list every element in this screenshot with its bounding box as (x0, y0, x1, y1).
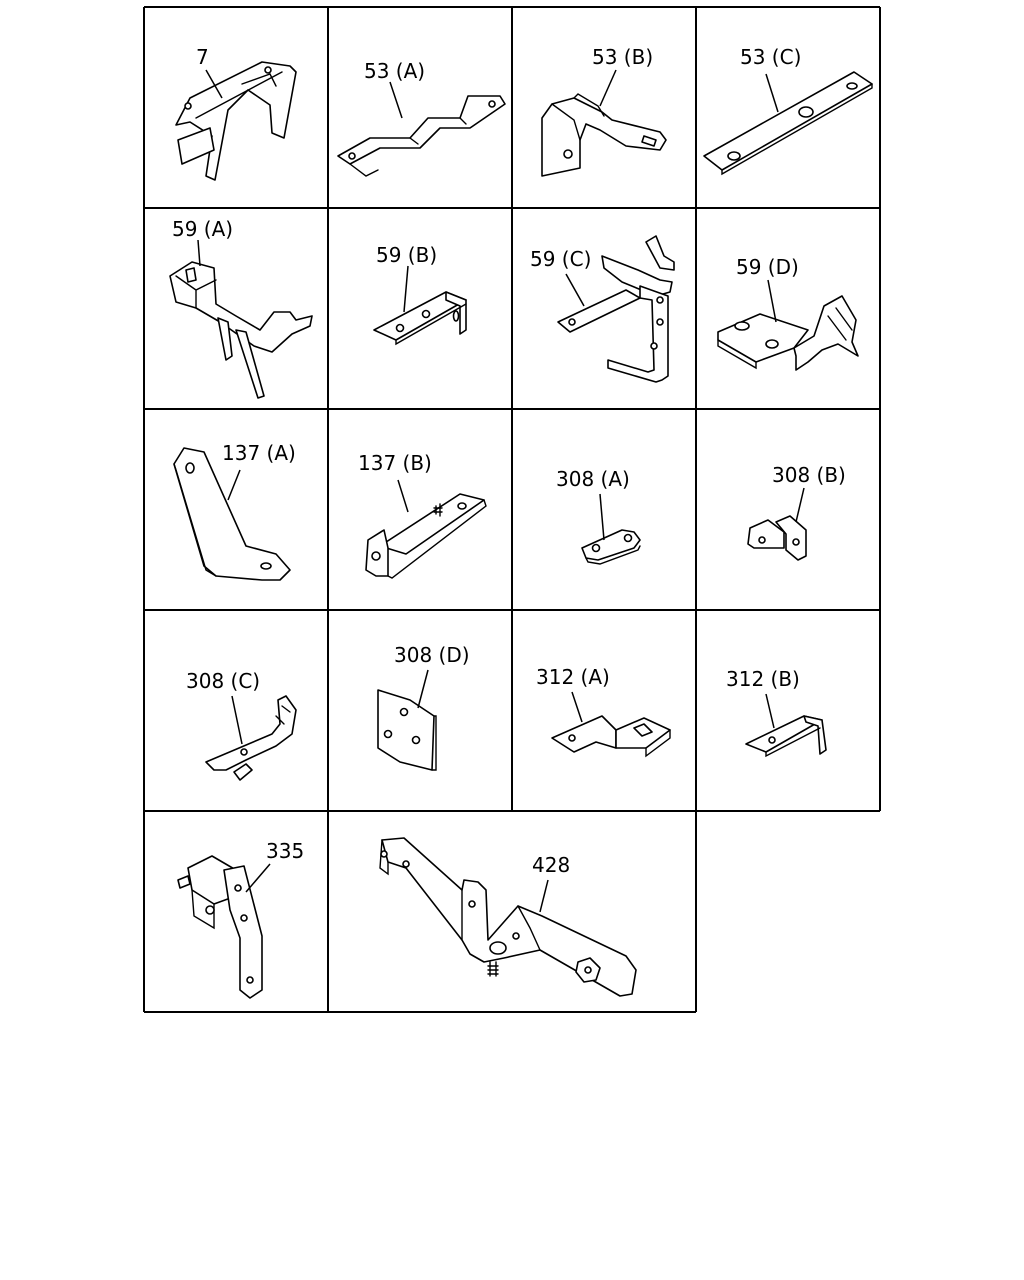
part-308d: 308 (D) (377, 643, 470, 771)
callout-308a: 308 (A) (556, 467, 630, 491)
callout-53c: 53 (C) (740, 45, 801, 69)
callout-428: 428 (532, 853, 570, 877)
part-312b: 312 (B) (726, 667, 827, 758)
part-335: 335 (177, 839, 304, 999)
part-308b: 308 (B) (747, 463, 846, 561)
callout-59b: 59 (B) (376, 243, 437, 267)
part-53a: 53 (A) (337, 59, 506, 177)
part-53b: 53 (B) (541, 45, 667, 177)
callout-59a: 59 (A) (172, 217, 233, 241)
callout-137b: 137 (B) (358, 451, 432, 475)
callout-312b: 312 (B) (726, 667, 800, 691)
grid-frame (143, 6, 881, 1013)
callout-308b: 308 (B) (772, 463, 846, 487)
part-59d: 59 (D) (717, 255, 859, 371)
part-428: 428 (379, 837, 637, 997)
part-59a: 59 (A) (169, 217, 313, 399)
part-53c: 53 (C) (703, 45, 873, 176)
part-137a: 137 (A) (173, 441, 296, 581)
part-137b: 137 (B) (358, 451, 487, 579)
callout-137a: 137 (A) (222, 441, 296, 465)
callout-312a: 312 (A) (536, 665, 610, 689)
callout-308c: 308 (C) (186, 669, 260, 693)
callout-59c: 59 (C) (530, 247, 591, 271)
callout-59d: 59 (D) (736, 255, 799, 279)
part-59c: 59 (C) (530, 235, 675, 383)
callout-53b: 53 (B) (592, 45, 653, 69)
callout-308d: 308 (D) (394, 643, 470, 667)
callout-53a: 53 (A) (364, 59, 425, 83)
callout-335: 335 (266, 839, 304, 863)
callout-7: 7 (196, 45, 209, 69)
part-308a: 308 (A) (556, 467, 641, 565)
part-308c: 308 (C) (186, 669, 297, 781)
part-7: 7 (175, 45, 297, 181)
part-312a: 312 (A) (536, 665, 671, 758)
part-59b: 59 (B) (373, 243, 467, 346)
